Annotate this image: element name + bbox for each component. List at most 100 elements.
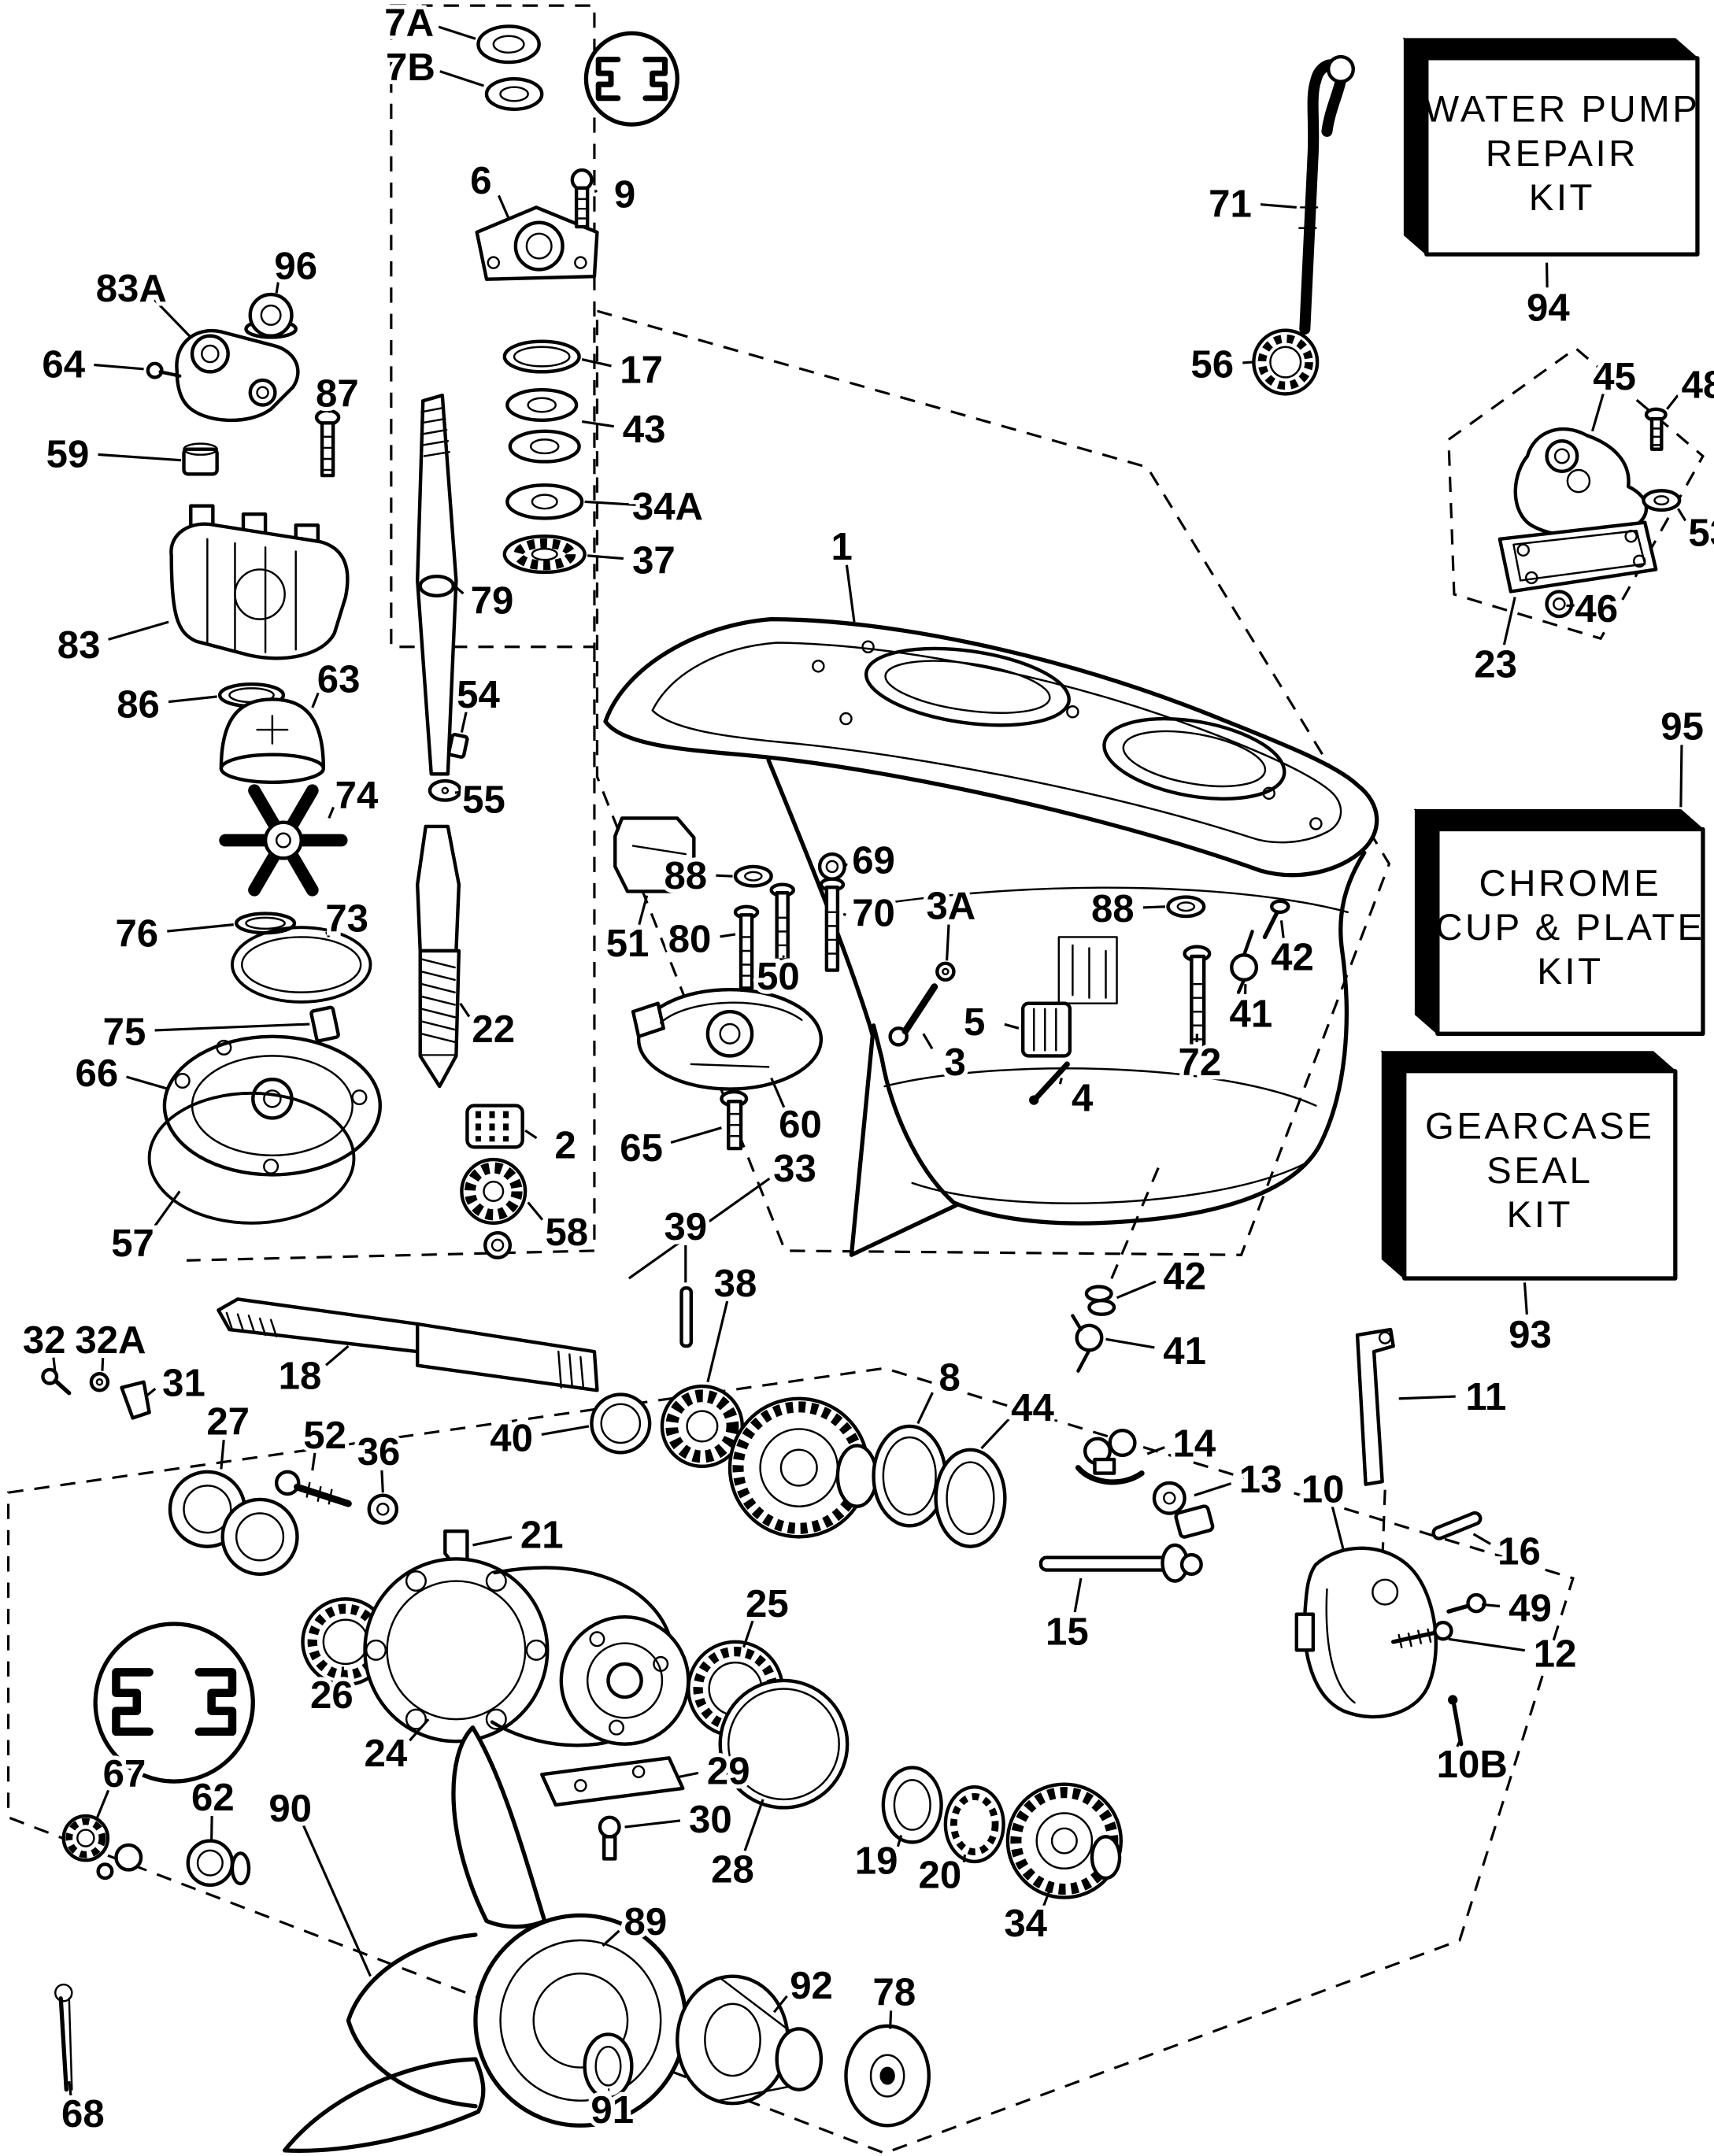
part-callout-46: 46 — [1575, 588, 1618, 631]
part-callout-4: 4 — [1072, 1078, 1094, 1120]
part-78-washer — [844, 2024, 931, 2128]
leader-line-34 — [1042, 1887, 1052, 1907]
part-callout-62: 62 — [191, 1777, 235, 1819]
gearcase-housing — [603, 616, 1379, 1257]
part-15-shift-shaft — [1038, 1543, 1203, 1583]
part-callout-32A: 32A — [75, 1319, 146, 1362]
leader-line-64 — [94, 363, 144, 371]
part-59-bushing — [182, 442, 219, 476]
part-callout-37: 37 — [632, 540, 676, 582]
part-callout-80: 80 — [668, 919, 712, 961]
part-callout-34A: 34A — [632, 486, 703, 528]
part-58-pinion-gear — [460, 1157, 528, 1259]
leader-line-8 — [916, 1392, 934, 1425]
part-22-lower-driveshaft — [416, 824, 461, 1089]
part-6-pump-base — [475, 205, 599, 281]
part-callout-17: 17 — [620, 349, 663, 391]
part-callout-7B: 7B — [386, 46, 435, 89]
part-79-driveshaft — [416, 394, 458, 776]
leader-line-45 — [1590, 394, 1605, 432]
part-76-o-ring — [235, 912, 297, 935]
part-71-shift-rod-upper — [1298, 54, 1355, 335]
part-49-screw — [1446, 1592, 1486, 1614]
part-callout-44: 44 — [1011, 1387, 1054, 1429]
part-callout-76: 76 — [115, 913, 158, 956]
leader-line-10B — [1456, 1740, 1461, 1747]
kit-title-line: KIT — [1507, 1194, 1573, 1236]
leader-line-37 — [587, 554, 624, 560]
leader-line-5 — [1004, 1023, 1020, 1030]
part-14-shift-cradle — [1075, 1428, 1145, 1485]
leader-line-9 — [594, 189, 598, 193]
part-callout-79: 79 — [471, 580, 514, 623]
bearing-carrier-assembly — [41, 1367, 1124, 1899]
part-callout-2: 2 — [554, 1124, 576, 1167]
part-32-screw — [41, 1367, 72, 1396]
leader-line-27 — [220, 1440, 225, 1470]
part-91-thrust-washer — [583, 2032, 634, 2100]
part-31-key — [120, 1380, 151, 1420]
leader-line-6 — [497, 194, 510, 220]
leader-line-93 — [1523, 1282, 1528, 1315]
part-83-pump-housing — [169, 504, 350, 660]
leader-line-88 — [1142, 905, 1166, 909]
part-callout-88: 88 — [1091, 888, 1135, 930]
leader-line-71 — [1260, 203, 1297, 209]
leader-line-92 — [772, 1995, 788, 2014]
part-96-grommet — [244, 292, 298, 339]
leader-line-74 — [328, 806, 335, 819]
part-66-plate — [162, 1034, 382, 1177]
part-callout-49: 49 — [1509, 1587, 1552, 1629]
part-37-bearing — [502, 534, 587, 575]
part-callout-8: 8 — [938, 1356, 960, 1399]
part-75-key — [309, 1005, 340, 1043]
leader-line-3A — [946, 924, 950, 961]
part-callout-9: 9 — [614, 173, 635, 216]
part-callout-14: 14 — [1173, 1423, 1216, 1466]
part-43-washers — [505, 387, 581, 464]
part-callout-40: 40 — [490, 1418, 533, 1460]
leader-line-19 — [896, 1835, 903, 1847]
upper-driveshaft-assembly — [416, 24, 679, 1259]
part-29-anode-plate — [540, 1756, 685, 1807]
part-45-pump-cover — [1513, 427, 1649, 539]
part-44-thrust-ring — [934, 1448, 1007, 1548]
leader-line-14 — [1146, 1446, 1165, 1455]
leader-line-96 — [275, 281, 280, 294]
kit-title-line: SEAL — [1486, 1150, 1593, 1192]
leader-line-89 — [602, 1929, 620, 1947]
leader-line-86 — [168, 695, 217, 704]
leader-line-24 — [409, 1718, 430, 1742]
leader-line-13 — [1194, 1482, 1232, 1497]
kit-title-line: WATER PUMP — [1423, 89, 1700, 131]
top-right-parts — [1252, 54, 1682, 619]
leader-line-50 — [782, 955, 785, 959]
leader-line-42 — [1116, 1280, 1157, 1300]
leader-line-29 — [676, 1771, 699, 1779]
part-callout-89: 89 — [624, 1901, 668, 1943]
part-callout-78: 78 — [873, 1972, 916, 2014]
part-callout-45: 45 — [1593, 356, 1636, 398]
part-60-retainer-plate — [631, 987, 824, 1091]
part-callout-52: 52 — [303, 1415, 346, 1457]
part-46-nut — [1545, 590, 1574, 619]
part-90-propeller — [283, 1725, 688, 2153]
part-8-thrust-ring — [872, 1424, 948, 1528]
part-65-screw — [720, 1089, 749, 1151]
part-callout-74: 74 — [335, 775, 379, 817]
part-3a-washer — [935, 961, 956, 982]
leader-line-18 — [325, 1344, 350, 1366]
forward-gear — [727, 1396, 879, 1539]
part-69-nut — [817, 852, 846, 881]
leader-line-44 — [980, 1418, 1010, 1450]
leader-line-73 — [324, 931, 331, 938]
part-callout-5: 5 — [964, 1001, 985, 1044]
part-callout-18: 18 — [279, 1355, 322, 1398]
part-callout-39: 39 — [664, 1206, 707, 1248]
part-32a-washer — [89, 1372, 110, 1392]
part-callout-87: 87 — [316, 372, 359, 415]
leader-line-55 — [454, 790, 464, 794]
retaining-clip-icon-bottom — [93, 1622, 255, 1784]
